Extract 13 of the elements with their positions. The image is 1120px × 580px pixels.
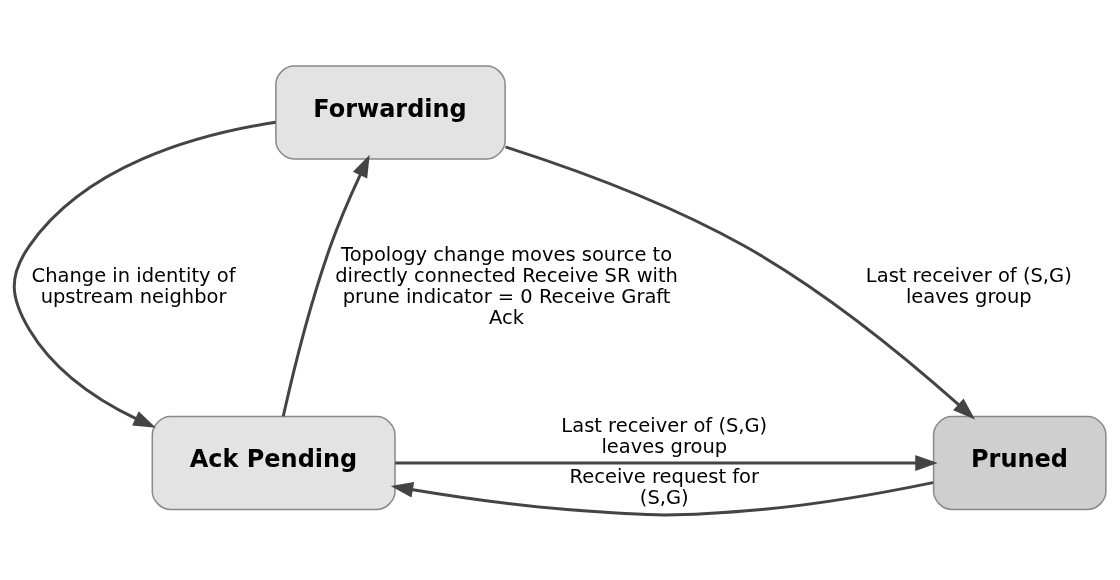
edge-label: Change in identity of upstream neighbor [31, 263, 236, 308]
node-box: Forwarding [275, 64, 506, 160]
arrow [12, 120, 276, 428]
node-box: Pruned [932, 415, 1107, 510]
edge-label: Receive request for (S,G) [569, 464, 759, 509]
edge-label: Topology change moves source to directly connected Receive SR with prune indicator = 0 Receive Graft Ack [335, 242, 678, 329]
arrow [390, 480, 934, 516]
edge-label: Last receiver of (S,G) leaves group [865, 263, 1072, 308]
edge-label: Last receiver of (S,G) leaves group [561, 413, 768, 458]
arrow [281, 154, 370, 417]
arrow [505, 144, 976, 419]
node-box: Ack Pending [151, 415, 396, 510]
arrow [395, 454, 938, 471]
